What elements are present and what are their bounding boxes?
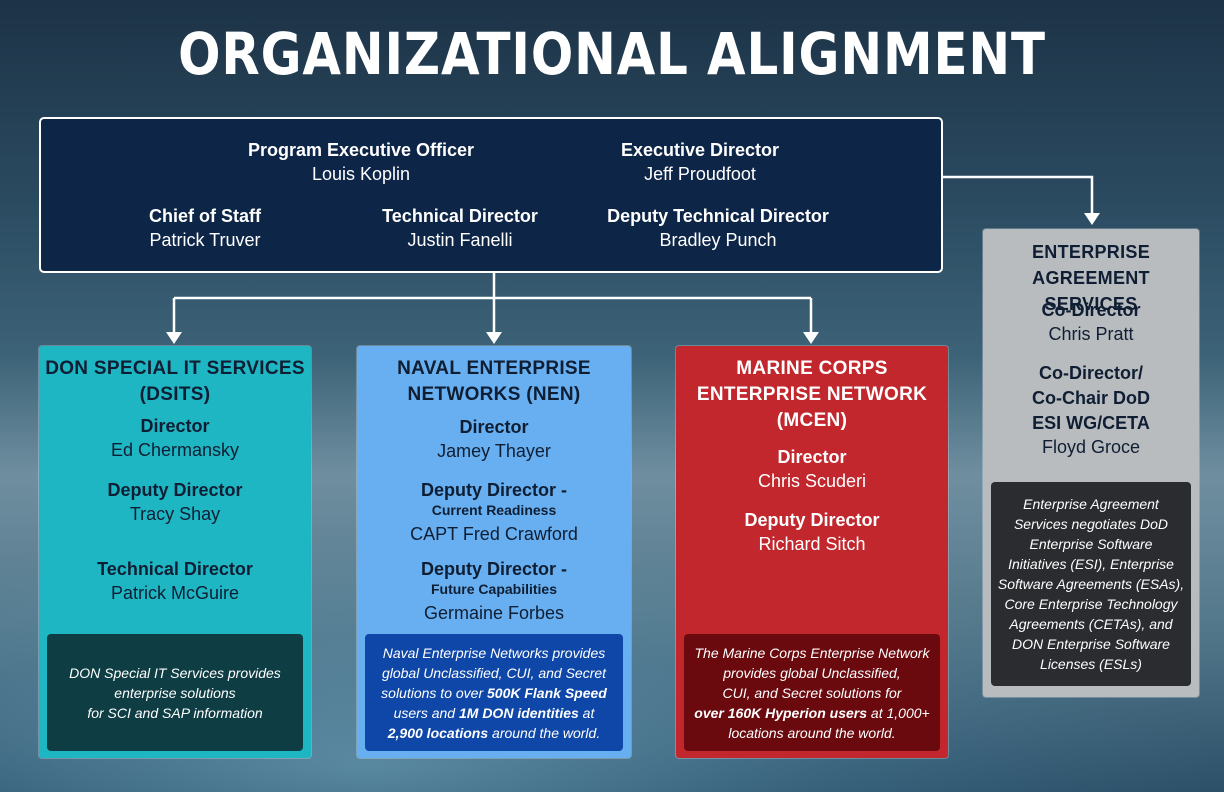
- eas-desc-line9: Licenses (ESLs): [1040, 656, 1142, 672]
- nen-desc-locations: 2,900 locations: [387, 724, 489, 741]
- nen-desc-line4: users and 1M DON identities at: [381, 703, 607, 723]
- leadership-box: Program Executive Officer Louis Koplin E…: [39, 117, 943, 273]
- chief-of-staff-entry: Chief of Staff Patrick Truver: [55, 204, 355, 252]
- eas-codirector-role: Co-Director: [1041, 300, 1141, 320]
- dsits-card: DON SPECIAL IT SERVICES (DSITS) Director…: [39, 346, 311, 758]
- mcen-desc-line4: over 160K Hyperion users at 1,000+: [694, 703, 929, 723]
- nen-director-name: Jamey Thayer: [437, 441, 551, 461]
- nen-deputy1-role: Deputy Director -: [420, 480, 568, 500]
- mcen-deputy-role: Deputy Director: [744, 510, 880, 530]
- nen-desc-line4c: at: [578, 704, 595, 721]
- arrowhead-nen: [486, 332, 502, 344]
- technical-director-entry: Technical Director Justin Fanelli: [310, 204, 610, 252]
- nen-deputy1-subrole: Current Readiness: [431, 502, 557, 518]
- mcen-desc-line2: provides global Unclassified,: [723, 664, 901, 681]
- dsits-deputy-role: Deputy Director: [107, 480, 243, 500]
- nen-deputy2-name: Germaine Forbes: [423, 603, 565, 623]
- eas-card: ENTERPRISE AGREEMENT SERVICES Co-Directo…: [983, 229, 1199, 697]
- peo-entry: Program Executive Officer Louis Koplin: [211, 138, 511, 186]
- arrowhead-dsits: [166, 332, 182, 344]
- nen-deputy2-role: Deputy Director -: [420, 559, 568, 579]
- arrowhead-mcen: [803, 332, 819, 344]
- nen-description: Naval Enterprise Networks provides globa…: [365, 634, 623, 751]
- mcen-desc-line3: CUI, and Secret solutions for: [722, 684, 902, 701]
- nen-director-role: Director: [459, 417, 529, 437]
- chief-of-staff-role: Chief of Staff: [149, 206, 261, 226]
- nen-desc-identities: 1M DON identities: [458, 704, 579, 721]
- dsits-technical-name: Patrick McGuire: [110, 583, 240, 603]
- nen-card: NAVAL ENTERPRISE NETWORKS (NEN) Director…: [357, 346, 631, 758]
- dsits-technical-role: Technical Director: [97, 559, 253, 579]
- nen-deputy2-subrole: Future Capabilities: [430, 581, 558, 597]
- eas-cochair-role-line2: Co-Chair DoD: [1032, 388, 1150, 408]
- deputy-technical-director-entry: Deputy Technical Director Bradley Punch: [568, 204, 868, 252]
- nen-title-line2: NETWORKS (NEN): [407, 384, 581, 405]
- page-title: ORGANIZATIONAL ALIGNMENT: [178, 20, 1046, 88]
- technical-director-name: Justin Fanelli: [407, 230, 513, 250]
- nen-desc-line4a: users and: [393, 704, 459, 721]
- mcen-director-name: Chris Scuderi: [757, 471, 867, 491]
- nen-desc-line1: Naval Enterprise Networks provides: [382, 644, 606, 661]
- mcen-director-role: Director: [777, 447, 847, 467]
- mcen-desc-line1: The Marine Corps Enterprise Network: [694, 644, 930, 661]
- eas-desc-line5: Software Agreements (ESAs),: [997, 576, 1185, 592]
- eas-cochair-role-line3: ESI WG/CETA: [1032, 413, 1150, 433]
- exec-director-role: Executive Director: [620, 140, 780, 160]
- eas-desc-line8: DON Enterprise Software: [1012, 636, 1170, 652]
- dsits-desc-line2: enterprise solutions: [114, 684, 236, 701]
- peo-role: Program Executive Officer: [247, 140, 475, 160]
- mcen-title-line3: (MCEN): [776, 410, 848, 431]
- nen-desc-line3a: solutions to over: [381, 684, 487, 701]
- eas-desc-line7: Agreements (CETAs), and: [1009, 616, 1173, 632]
- exec-director-name: Jeff Proudfoot: [644, 164, 756, 184]
- chief-of-staff-name: Patrick Truver: [149, 230, 261, 250]
- dsits-director-role: Director: [140, 416, 210, 436]
- line-to-eas: [943, 175, 1094, 216]
- dsits-desc-line1: DON Special IT Services provides: [69, 664, 281, 681]
- eas-desc-line2: Services negotiates DoD: [1013, 516, 1169, 532]
- nen-title-line1: NAVAL ENTERPRISE: [397, 358, 591, 379]
- eas-title-line2: AGREEMENT SERVICES: [1032, 268, 1150, 314]
- eas-cochair-name: Floyd Groce: [1041, 437, 1141, 457]
- deputy-technical-director-name: Bradley Punch: [659, 230, 777, 250]
- eas-desc-line1: Enterprise Agreement: [1023, 496, 1159, 512]
- nen-desc-line3: solutions to over 500K Flank Speed: [381, 683, 607, 703]
- mcen-title-line1: MARINE CORPS: [736, 358, 888, 379]
- exec-director-entry: Executive Director Jeff Proudfoot: [550, 138, 850, 186]
- eas-cochair-role-line1: Co-Director/: [1038, 363, 1143, 383]
- eas-description: Enterprise Agreement Services negotiates…: [991, 482, 1191, 686]
- dsits-desc-line3: for SCI and SAP information: [87, 704, 263, 721]
- nen-desc-line5b: around the world.: [488, 724, 601, 741]
- deputy-technical-director-role: Deputy Technical Director: [607, 206, 829, 226]
- mcen-deputy-name: Richard Sitch: [758, 534, 866, 554]
- mcen-card: MARINE CORPS ENTERPRISE NETWORK (MCEN) D…: [676, 346, 948, 758]
- dsits-director-name: Ed Chermansky: [110, 440, 240, 460]
- dsits-description: DON Special IT Services provides enterpr…: [47, 634, 303, 751]
- eas-desc-line4: Initiatives (ESI), Enterprise: [1008, 556, 1174, 572]
- eas-desc-line6: Core Enterprise Technology: [1004, 596, 1178, 612]
- mcen-title-line2: ENTERPRISE NETWORK: [696, 384, 928, 405]
- mcen-description: The Marine Corps Enterprise Network prov…: [684, 634, 940, 751]
- peo-name: Louis Koplin: [311, 164, 411, 184]
- mcen-desc-line4b: at 1,000+: [867, 704, 930, 721]
- dsits-title-line2: (DSITS): [139, 384, 211, 405]
- nen-deputy1-name: CAPT Fred Crawford: [410, 524, 578, 544]
- nen-desc-line5: 2,900 locations around the world.: [381, 723, 607, 743]
- eas-title-line1: ENTERPRISE: [1031, 242, 1151, 262]
- eas-codirector-name: Chris Pratt: [1048, 324, 1134, 344]
- eas-desc-line3: Enterprise Software: [1029, 536, 1153, 552]
- technical-director-role: Technical Director: [382, 206, 538, 226]
- mcen-desc-hyperion: over 160K Hyperion users: [694, 704, 868, 721]
- dsits-deputy-name: Tracy Shay: [129, 504, 221, 524]
- dsits-title-line1: DON SPECIAL IT SERVICES: [45, 358, 305, 379]
- mcen-desc-line5: locations around the world.: [728, 724, 896, 741]
- nen-desc-flank-speed: 500K Flank Speed: [487, 684, 607, 701]
- arrowhead-eas: [1084, 213, 1100, 225]
- nen-desc-line2: global Unclassified, CUI, and Secret: [381, 664, 607, 681]
